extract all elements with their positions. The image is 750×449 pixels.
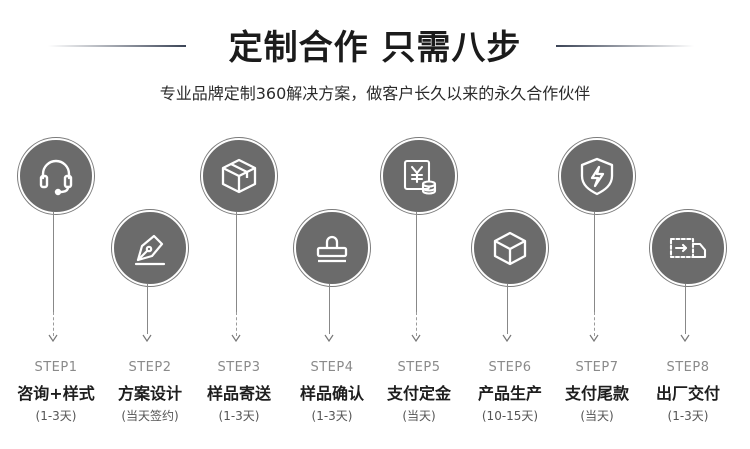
stamp-icon xyxy=(316,235,348,263)
step-5-duration: (当天) xyxy=(402,409,436,423)
shield-icon xyxy=(580,157,614,196)
step-5-name: 支付定金 xyxy=(386,384,451,403)
arrow-down-icon xyxy=(48,334,58,342)
step-7-name: 支付尾款 xyxy=(564,384,629,403)
step-2-name: 方案设计 xyxy=(117,384,182,403)
step-3-connector xyxy=(236,212,237,312)
title-divider-left xyxy=(48,45,186,47)
step-7-duration: (当天) xyxy=(580,409,614,423)
step-6-number: STEP6 xyxy=(488,360,532,375)
step-3-number: STEP3 xyxy=(217,360,261,375)
page-title: 定制合作 只需八步 xyxy=(228,28,522,68)
step-1-connector xyxy=(53,212,54,312)
step-8-connector xyxy=(685,284,686,334)
step-4-number: STEP4 xyxy=(310,360,354,375)
step-1-number: STEP1 xyxy=(34,360,78,375)
arrow-down-icon xyxy=(231,334,241,342)
step-8-number: STEP8 xyxy=(666,360,710,375)
step-2-number: STEP2 xyxy=(128,360,172,375)
truck-icon xyxy=(669,237,707,259)
step-1-duration: (1-3天) xyxy=(35,409,77,423)
title-divider-right xyxy=(556,45,694,47)
step-5-connector-dashed xyxy=(416,312,417,336)
step-2-circle xyxy=(112,210,188,286)
arrow-down-icon xyxy=(324,334,334,342)
step-7-connector-dashed xyxy=(594,312,595,336)
step-6-circle xyxy=(472,210,548,286)
step-8-name: 出厂交付 xyxy=(655,384,720,403)
arrow-down-icon xyxy=(142,334,152,342)
step-6-duration: (10-15天) xyxy=(481,409,539,423)
step-2-duration: (当天签约) xyxy=(121,409,179,423)
package-icon xyxy=(221,158,257,194)
step-8-circle xyxy=(650,210,726,286)
step-5-connector xyxy=(416,212,417,312)
step-4-name: 样品确认 xyxy=(299,384,364,403)
step-6-name: 产品生产 xyxy=(477,384,542,403)
step-5-circle xyxy=(381,138,457,214)
step-3-connector-dashed xyxy=(236,312,237,336)
step-1-circle xyxy=(18,138,94,214)
arrow-down-icon xyxy=(589,334,599,342)
step-1-name: 咨询+样式 xyxy=(17,384,95,403)
step-1-connector-dashed xyxy=(53,312,54,336)
arrow-down-icon xyxy=(502,334,512,342)
page-subtitle: 专业品牌定制360解决方案，做客户长久以来的永久合作伙伴 xyxy=(159,84,591,103)
step-3-name: 样品寄送 xyxy=(206,384,271,403)
step-7-connector xyxy=(594,212,595,312)
step-4-circle xyxy=(294,210,370,286)
arrow-down-icon xyxy=(680,334,690,342)
step-3-circle xyxy=(201,138,277,214)
header: 定制合作 只需八步 xyxy=(0,18,750,68)
step-7-circle xyxy=(559,138,635,214)
arrow-down-icon xyxy=(411,334,421,342)
step-3-duration: (1-3天) xyxy=(218,409,260,423)
box-icon xyxy=(493,231,527,266)
step-6-connector xyxy=(507,284,508,334)
step-2-connector xyxy=(147,284,148,334)
step-8-duration: (1-3天) xyxy=(667,409,709,423)
step-5-number: STEP5 xyxy=(397,360,441,375)
headset-icon xyxy=(39,159,73,196)
pen-nib-icon xyxy=(134,234,166,266)
step-4-duration: (1-3天) xyxy=(311,409,353,423)
step-4-connector xyxy=(329,284,330,334)
step-7-number: STEP7 xyxy=(575,360,619,375)
payment-icon xyxy=(403,159,437,195)
